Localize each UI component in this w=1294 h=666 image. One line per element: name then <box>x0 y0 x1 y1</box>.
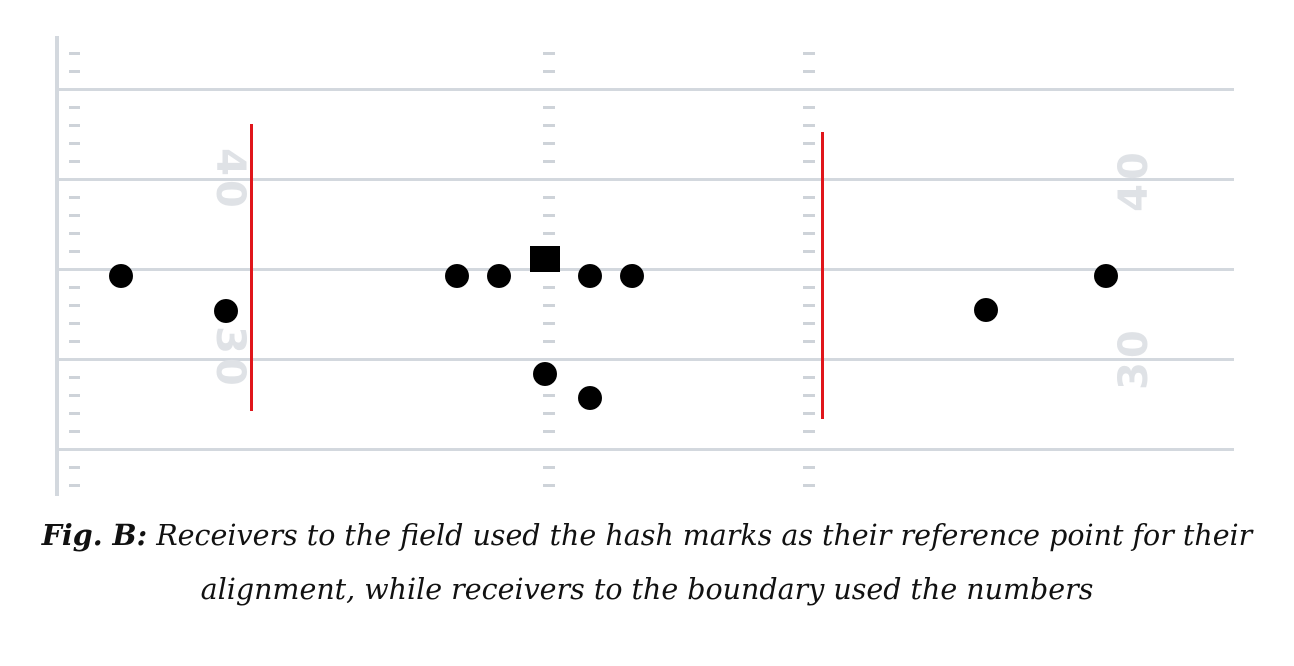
hash-mark <box>543 304 555 307</box>
yard-line <box>59 178 1234 181</box>
hash-mark <box>543 394 555 397</box>
hash-mark <box>69 106 80 109</box>
hash-mark <box>543 142 555 145</box>
hash-mark <box>543 322 555 325</box>
player-boundary-receiver-outside <box>109 264 133 288</box>
hash-mark <box>543 70 555 73</box>
hash-mark <box>69 70 80 73</box>
hash-mark <box>543 160 555 163</box>
hash-mark <box>69 214 80 217</box>
hash-mark <box>543 106 555 109</box>
player-boundary-receiver-slot <box>214 299 238 323</box>
player-field-receiver-slot <box>974 298 998 322</box>
hash-mark <box>69 394 80 397</box>
field-reference-line <box>821 132 824 419</box>
right-hash-marks <box>803 52 815 487</box>
player-running-back <box>578 386 602 410</box>
hash-mark <box>543 232 555 235</box>
hash-mark <box>543 484 555 487</box>
hash-mark <box>803 430 815 433</box>
hash-mark <box>69 376 80 379</box>
hash-mark <box>543 466 555 469</box>
field-number-left-lower: 30 <box>207 326 253 390</box>
hash-mark <box>69 304 80 307</box>
hash-mark <box>803 376 815 379</box>
hash-mark <box>69 196 80 199</box>
player-quarterback <box>533 362 557 386</box>
caption-text-1: Receivers to the field used the hash mar… <box>147 519 1253 552</box>
player-right-guard <box>578 264 602 288</box>
player-center <box>530 246 560 272</box>
yard-line <box>59 88 1234 91</box>
hash-mark <box>543 124 555 127</box>
yard-line <box>59 268 1234 271</box>
hash-mark <box>803 160 815 163</box>
hash-mark <box>543 340 555 343</box>
player-right-tackle <box>620 264 644 288</box>
boundary-reference-line <box>250 124 253 411</box>
hash-mark <box>803 322 815 325</box>
left-boundary-line <box>55 36 59 496</box>
figure-label: Fig. B: <box>41 518 148 552</box>
figure-caption: Fig. B: Receivers to the field used the … <box>0 508 1294 617</box>
hash-mark <box>803 214 815 217</box>
hash-mark <box>803 250 815 253</box>
player-left-guard <box>487 264 511 288</box>
hash-mark <box>69 466 80 469</box>
hash-mark <box>69 232 80 235</box>
hash-mark <box>803 124 815 127</box>
hash-mark <box>543 52 555 55</box>
hash-mark <box>803 52 815 55</box>
field-number-left-upper: 40 <box>207 148 253 212</box>
hash-mark <box>803 304 815 307</box>
yard-line <box>59 358 1234 361</box>
hash-mark <box>803 232 815 235</box>
caption-line-2: alignment, while receivers to the bounda… <box>200 573 1094 606</box>
caption-line-1: Fig. B: Receivers to the field used the … <box>0 508 1294 563</box>
hash-mark <box>803 340 815 343</box>
hash-mark <box>803 394 815 397</box>
hash-mark <box>803 412 815 415</box>
hash-mark <box>69 160 80 163</box>
field-number-right-upper: 40 <box>1111 148 1157 212</box>
hash-mark <box>543 430 555 433</box>
yard-line <box>59 448 1234 451</box>
hash-mark <box>803 142 815 145</box>
hash-mark <box>543 196 555 199</box>
hash-mark <box>543 412 555 415</box>
hash-mark <box>803 196 815 199</box>
hash-mark <box>69 124 80 127</box>
hash-mark <box>69 484 80 487</box>
hash-mark <box>69 250 80 253</box>
hash-mark <box>543 214 555 217</box>
hash-mark <box>803 286 815 289</box>
hash-mark <box>69 322 80 325</box>
hash-mark <box>69 340 80 343</box>
hash-mark <box>69 286 80 289</box>
hash-mark <box>69 142 80 145</box>
left-hash-marks <box>543 52 555 487</box>
sideline-hash-marks <box>69 52 80 487</box>
player-left-tackle <box>445 264 469 288</box>
hash-mark <box>69 430 80 433</box>
field-number-right-lower: 30 <box>1111 326 1157 390</box>
player-field-receiver-outside <box>1094 264 1118 288</box>
hash-mark <box>803 466 815 469</box>
hash-mark <box>69 412 80 415</box>
hash-mark <box>69 52 80 55</box>
hash-mark <box>803 70 815 73</box>
hash-mark <box>803 106 815 109</box>
hash-mark <box>543 286 555 289</box>
hash-mark <box>803 484 815 487</box>
football-field-diagram: 40 30 40 30 <box>55 36 1234 496</box>
